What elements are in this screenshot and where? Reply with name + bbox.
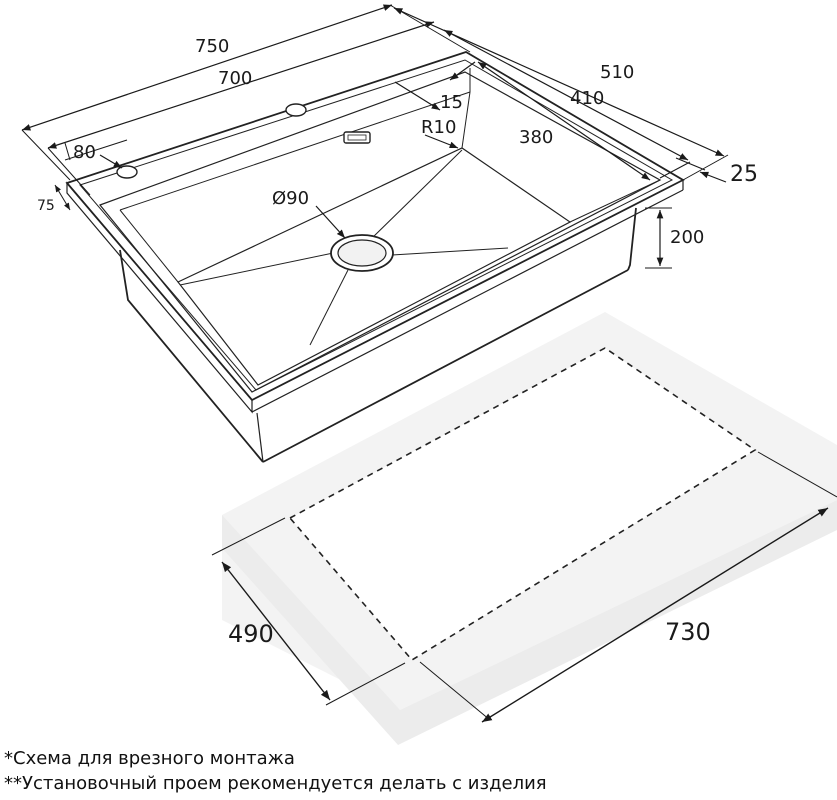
inner-length-label: 700 — [218, 68, 252, 89]
total-length-label: 750 — [195, 36, 229, 57]
dimension-15: 15 — [394, 61, 476, 113]
dimension-25: 25 — [675, 157, 758, 187]
extension-line — [659, 161, 691, 179]
extension-line — [325, 662, 406, 706]
cutout-length-label: 730 — [665, 618, 711, 646]
tap-hole-icon — [116, 165, 138, 179]
bowl-width-label: 380 — [519, 127, 553, 148]
rim-height-label: 25 — [730, 162, 758, 187]
leader-line — [449, 61, 476, 81]
dimension-75: 75 — [37, 184, 71, 214]
bowl-outer-right — [627, 207, 637, 271]
dimension-380: 380 — [477, 61, 651, 181]
drain — [330, 234, 394, 272]
leader-line — [675, 157, 706, 171]
dimension-80: 80 — [64, 139, 128, 169]
tap-hole-icon — [285, 103, 307, 117]
cutout-note: **Установочный проем рекомендуется делат… — [4, 773, 547, 794]
dimension-r10: R10 — [421, 117, 459, 149]
bowl-outer-bottom — [262, 269, 629, 463]
leader-line — [699, 171, 727, 183]
dimension-line-410 — [443, 29, 689, 161]
total-width-label: 510 — [600, 62, 634, 83]
cutout-opening — [288, 347, 757, 662]
leader-line — [99, 154, 123, 169]
dimension-diameter-90: Ø90 — [272, 188, 346, 239]
dimension-line-490 — [221, 561, 331, 701]
leader-line — [424, 134, 459, 149]
drain-inner-ring — [337, 239, 387, 267]
tap-holes — [116, 103, 371, 179]
bowl-corner-left-back — [119, 209, 179, 283]
extension-line — [47, 147, 91, 196]
dimension-line-750 — [21, 4, 393, 131]
inner-width-label: 410 — [570, 88, 604, 109]
extension-line — [682, 154, 729, 181]
cutout-width-label: 490 — [228, 620, 274, 648]
rim-front-face — [66, 181, 253, 414]
cutout-dimension-730: 730 — [419, 451, 837, 723]
leader-line — [64, 139, 128, 161]
depth-label: 200 — [670, 227, 704, 248]
extension-line — [21, 129, 71, 181]
cutout-dimension-490: 490 — [211, 517, 406, 706]
drain-groove — [179, 251, 339, 286]
rim-step-label: 15 — [440, 92, 463, 113]
countertop-front-face — [222, 500, 837, 745]
tap-offset-x-label: 80 — [73, 142, 96, 163]
corner-radius-label: R10 — [421, 117, 456, 138]
drain-groove — [391, 247, 509, 256]
dimension-700: 700 — [47, 21, 435, 196]
dimension-200: 200 — [645, 207, 704, 269]
leader-line — [54, 184, 71, 211]
dimension-line-380 — [477, 61, 651, 181]
extension-line — [419, 661, 491, 721]
tap-offset-y-label: 75 — [37, 198, 55, 214]
bowl-corner-right-back — [461, 91, 471, 149]
bowl-outer-left — [119, 249, 264, 463]
drain-groove — [369, 149, 463, 241]
dimension-line-730 — [481, 507, 829, 723]
dimension-410: 410 — [443, 29, 691, 179]
drain-groove — [309, 269, 349, 346]
extension-line — [757, 451, 837, 498]
mounting-note: *Схема для врезного монтажа — [4, 748, 295, 769]
bowl-corner-right-front — [569, 179, 661, 223]
rim-front-edge — [251, 189, 684, 413]
bowl-edge — [256, 412, 264, 463]
leader-line — [394, 81, 441, 111]
extension-line — [64, 142, 71, 161]
dimension-line-700 — [47, 21, 435, 149]
drain-diameter-label: Ø90 — [272, 188, 309, 209]
extension-line — [211, 517, 286, 556]
leader-line — [315, 205, 346, 239]
